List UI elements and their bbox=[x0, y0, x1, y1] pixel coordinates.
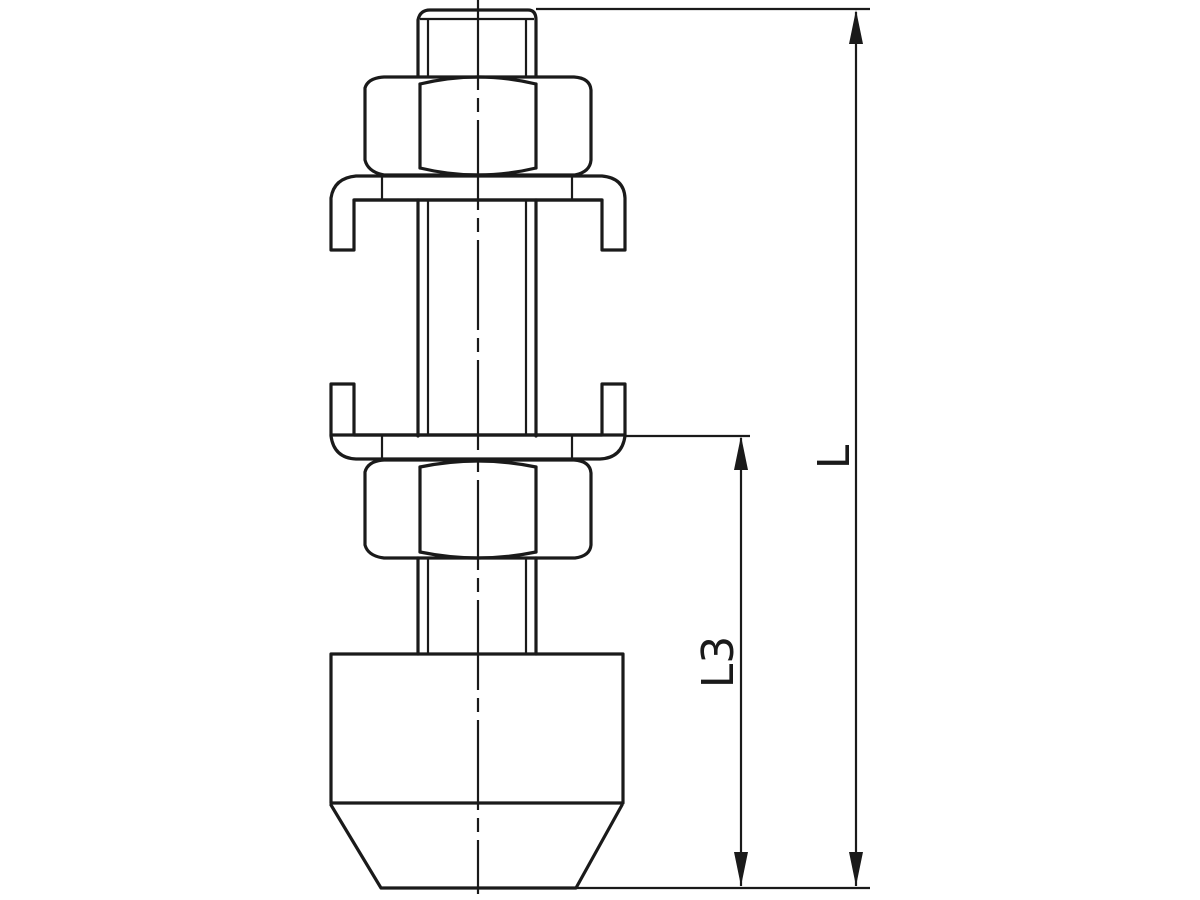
extension-lines bbox=[536, 7, 870, 890]
dimension-L: L bbox=[809, 10, 863, 886]
stud-shaft-middle bbox=[416, 198, 538, 438]
arrow-down-icon bbox=[849, 852, 863, 886]
stud-shaft-lower bbox=[416, 556, 538, 656]
dimension-L3: L3 bbox=[693, 436, 748, 886]
arrow-up-icon bbox=[849, 10, 863, 44]
dimension-label-L: L bbox=[809, 444, 860, 469]
arrow-up-icon bbox=[734, 436, 748, 470]
arrow-down-icon bbox=[734, 852, 748, 886]
dimension-label-L3: L3 bbox=[693, 636, 744, 689]
